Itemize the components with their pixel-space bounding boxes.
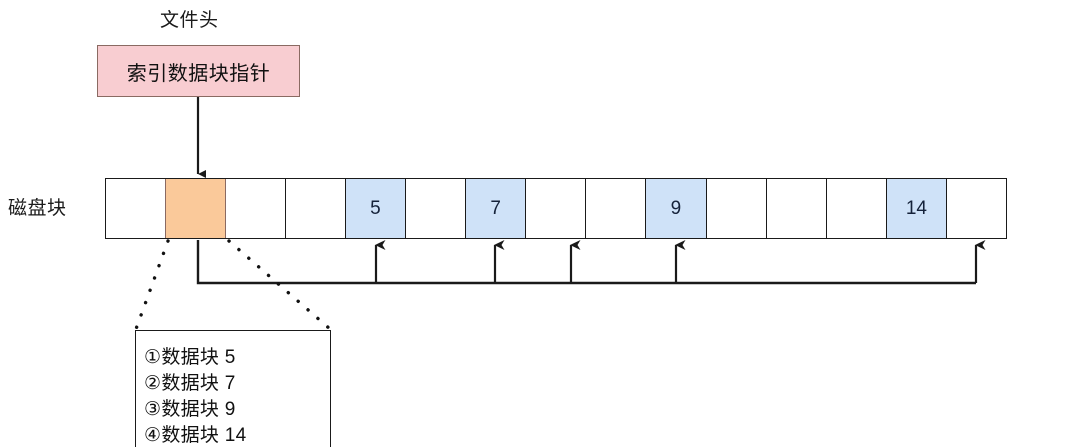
disk-block-label: 5 — [370, 197, 381, 219]
disk-block-empty — [405, 179, 467, 238]
disk-block-empty — [706, 179, 767, 238]
legend-entry: ②数据块 7 — [144, 373, 236, 394]
disk-block-empty — [586, 179, 647, 238]
disk-block-label: 14 — [905, 197, 927, 219]
index-pointer-box: 索引数据块指针 — [97, 45, 300, 97]
disk-block-empty — [766, 179, 827, 238]
legend-entry: ①数据块 5 — [144, 347, 236, 368]
disk-block-empty — [106, 179, 167, 238]
disk-block-empty — [526, 179, 587, 238]
disk-block-empty — [225, 179, 286, 238]
disk-block-strip: 5 7 9 14 — [105, 178, 1008, 239]
data-block-legend-box: ①数据块 5 ②数据块 7 ③数据块 9 ④数据块 14 — [135, 330, 331, 447]
disk-block-data: 9 — [646, 179, 707, 238]
index-pointer-box-label: 索引数据块指针 — [126, 62, 271, 85]
legend-entry: ③数据块 9 — [144, 399, 236, 420]
disk-block-index — [164, 179, 226, 238]
disk-block-row-label: 磁盘块 — [8, 198, 67, 219]
disk-block-label: 9 — [670, 197, 682, 219]
disk-block-data: 7 — [466, 179, 527, 238]
disk-block-data: 14 — [886, 179, 947, 238]
disk-block-empty — [946, 179, 1008, 238]
callout-dotted-left — [134, 239, 170, 331]
disk-block-empty — [826, 179, 887, 238]
disk-block-data: 5 — [345, 179, 406, 238]
index-bus-line — [196, 240, 976, 285]
disk-block-label: 7 — [490, 197, 501, 219]
file-header-caption: 文件头 — [160, 10, 219, 31]
disk-block-empty — [285, 179, 346, 238]
callout-dotted-right — [227, 239, 332, 331]
legend-entry: ④数据块 14 — [144, 425, 247, 446]
